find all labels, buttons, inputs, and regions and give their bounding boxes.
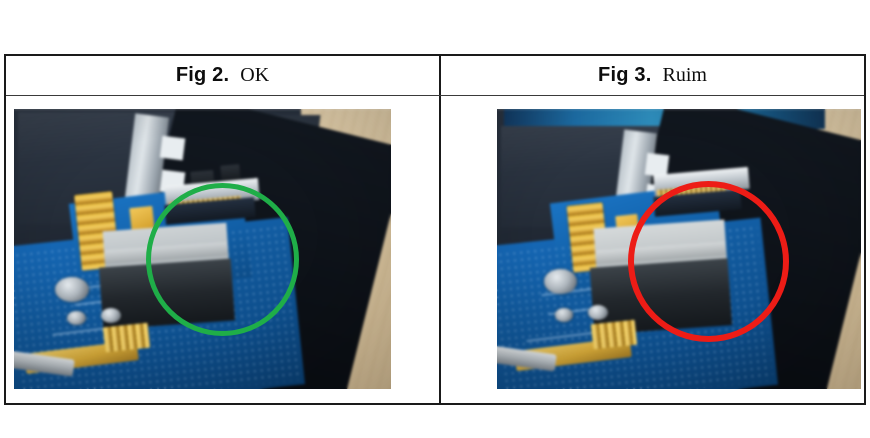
table-header-row: Fig 2. OK Fig 3. Ruim [6, 56, 864, 96]
gold-contact-pads-lower [103, 322, 151, 353]
shield-notch-upper [159, 135, 185, 161]
header-cell-fig3: Fig 3. Ruim [439, 56, 864, 95]
solder-pad [66, 310, 86, 325]
comparison-table: Fig 2. OK Fig 3. Ruim [4, 54, 866, 405]
photo-cell-fig2 [6, 96, 439, 403]
gold-contact-pads-lower [590, 319, 637, 350]
photo-cell-fig3 [439, 96, 864, 403]
screw-pad [544, 268, 578, 294]
header-cell-fig2: Fig 2. OK [6, 56, 439, 95]
photo-phone-pcb-connector-incorrect [497, 109, 861, 389]
fig3-label: Fig 3. [598, 64, 652, 86]
solder-pad [555, 307, 574, 322]
fig2-verdict: OK [240, 64, 270, 86]
photo-phone-pcb-connector-correct [14, 109, 391, 389]
fig2-label: Fig 2. [175, 64, 230, 86]
table-body-row [6, 96, 864, 403]
fig3-verdict: Ruim [662, 64, 707, 86]
